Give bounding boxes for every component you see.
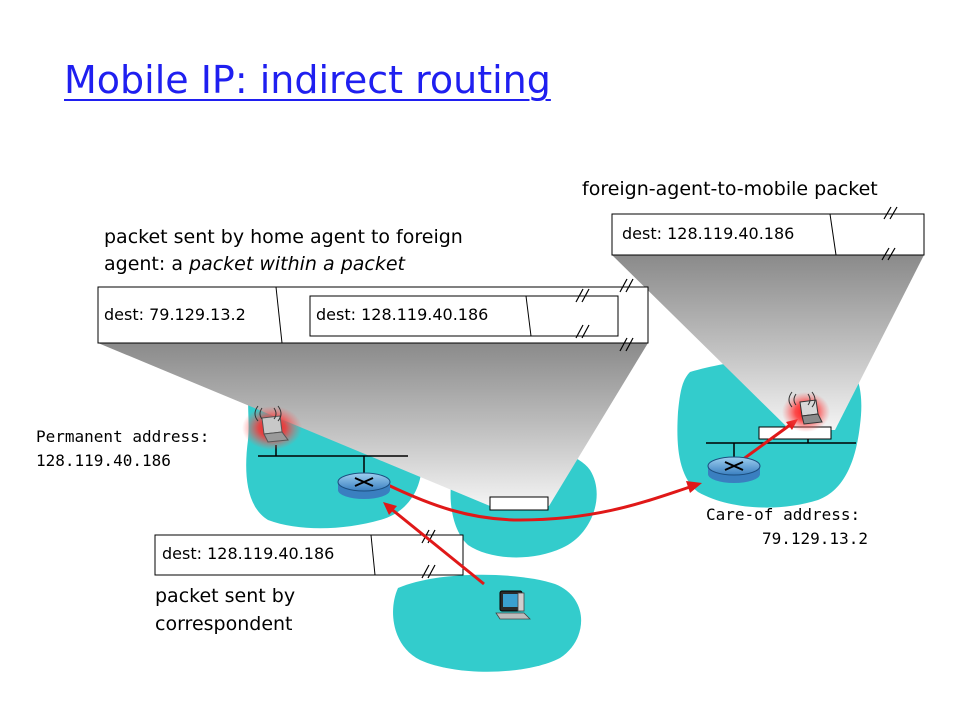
route-foreign-to-mobile: [741, 423, 791, 462]
packet-correspondent: [154, 529, 464, 579]
permanent-address-value: 128.119.40.186: [36, 451, 171, 470]
ha-to-fa-label-italic: packet within a packet: [189, 253, 405, 275]
packet-outer: [97, 278, 649, 352]
break-mark-icon: [575, 278, 634, 352]
home-router-icon: [337, 472, 391, 499]
beam-home-agent: [98, 343, 648, 506]
mobile-laptop-home-icon: [242, 405, 302, 450]
beam-foreign-agent: [612, 255, 924, 430]
packet-inner: [309, 295, 619, 337]
fa-to-mobile-label: foreign-agent-to-mobile packet: [582, 178, 878, 200]
care-of-address-label: Care-of address:: [706, 505, 861, 524]
fa-to-mobile-dest: dest: 128.119.40.186: [622, 224, 795, 243]
correspondent-label-line2: correspondent: [155, 613, 293, 635]
outer-packet-dest: dest: 79.129.13.2: [104, 305, 246, 324]
foreign-router-icon: [707, 456, 761, 483]
care-of-address-value: 79.129.13.2: [762, 529, 868, 548]
packet-fa-to-mobile: [611, 206, 925, 261]
ha-to-fa-label-line2: agent: a packet within a packet: [104, 251, 405, 278]
correspondent-computer-icon: [495, 590, 531, 620]
route-correspondent-to-home: [389, 506, 485, 586]
correspondent-label-line1: packet sent by: [155, 585, 296, 607]
ha-to-fa-label-prefix: agent: a: [104, 253, 190, 275]
break-mark-icon: [881, 206, 898, 261]
correspondent-packet-dest: dest: 128.119.40.186: [162, 544, 335, 563]
page-title: Mobile IP: indirect routing: [64, 58, 551, 102]
route-home-to-foreign: [387, 483, 691, 522]
mobile-laptop-foreign-icon: [782, 391, 830, 432]
permanent-address-label: Permanent address:: [36, 427, 210, 446]
inner-packet-dest: dest: 128.119.40.186: [316, 305, 489, 324]
ha-to-fa-label-line1: packet sent by home agent to foreign: [104, 226, 463, 248]
correspondent-network: [393, 574, 582, 672]
home-agent-interface: [489, 496, 549, 511]
